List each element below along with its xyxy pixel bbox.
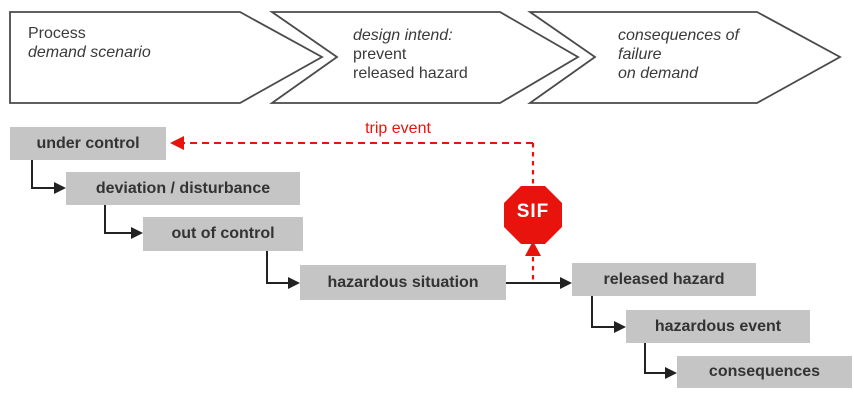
box-out-of-control: out of control	[143, 217, 303, 251]
connector-out-of-control-to-hazardous-situation	[266, 251, 292, 284]
box-under-control: under control	[10, 127, 166, 160]
chevron-label-line: consequences of	[618, 27, 739, 44]
connector-released-hazard-to-hazardous-event	[591, 296, 618, 328]
sif-demand-arrowhead	[525, 241, 541, 256]
chevron-label-line: Process	[28, 25, 86, 42]
chevron-label-line: failure	[618, 46, 662, 63]
box-hazardous-situation: hazardous situation	[300, 265, 506, 300]
chevron-process-shape	[9, 11, 324, 104]
arrowhead-to-hazardous-event	[614, 321, 626, 333]
chevron-label-line: released hazard	[353, 65, 468, 82]
chevron-design-intend-label: design intend: prevent released hazard	[353, 26, 468, 83]
chevron-label-line: demand scenario	[28, 44, 151, 61]
arrowhead-to-released-hazard	[560, 277, 572, 289]
chevron-consequences-label: consequences of failure on demand	[618, 26, 739, 83]
chevron-design-intend-shape	[269, 11, 580, 104]
connector-deviation-to-out-of-control	[104, 205, 135, 234]
arrowhead-to-hazardous-situation	[288, 277, 300, 289]
chevron-label-line: prevent	[353, 46, 407, 63]
box-deviation-disturbance: deviation / disturbance	[66, 172, 300, 205]
box-consequences: consequences	[677, 356, 852, 388]
chevron-consequences-shape	[527, 11, 842, 104]
connector-under-control-to-deviation	[31, 160, 58, 189]
box-released-hazard: released hazard	[572, 263, 756, 296]
trip-event-label: trip event	[365, 120, 431, 137]
arrowhead-to-deviation	[54, 182, 66, 194]
sif-badge-label: SIF	[516, 201, 550, 222]
chevron-label-line: on demand	[618, 65, 699, 82]
sif-octagon	[504, 186, 562, 244]
chevron-process-label: Process demand scenario	[28, 24, 151, 62]
trip-event-arrowhead	[170, 136, 184, 150]
chevron-label-line: design intend:	[353, 27, 453, 44]
arrowhead-to-out-of-control	[131, 227, 143, 239]
box-hazardous-event: hazardous event	[626, 310, 810, 343]
arrowhead-to-consequences	[665, 367, 677, 379]
connector-hazardous-event-to-consequences	[644, 343, 669, 374]
